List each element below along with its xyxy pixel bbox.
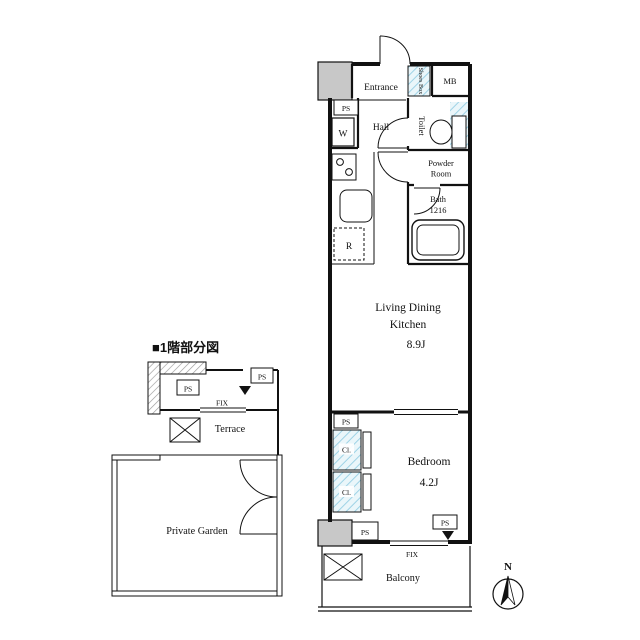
partial-plan-title: ■1階部分図 — [152, 340, 219, 355]
exterior-walls — [328, 62, 472, 544]
entrance-door-arc — [379, 35, 411, 65]
closet-door-lower — [362, 473, 372, 511]
vent-triangle-main — [442, 531, 454, 540]
powder-room-label-1: Powder — [428, 159, 454, 168]
closet-label-upper: Cl. — [342, 446, 351, 455]
ldk-size-label: 8.9J — [407, 339, 426, 351]
garden-door-arcs — [239, 459, 278, 535]
evacuation-hatch — [323, 553, 363, 581]
hall-label: Hall — [373, 123, 390, 133]
mb-label: MB — [443, 77, 456, 86]
balcony-rail — [318, 546, 472, 612]
compass-needle-light — [507, 575, 516, 606]
terrace-label: Terrace — [215, 424, 246, 435]
washer-box — [331, 117, 355, 147]
balcony-label: Balcony — [386, 573, 421, 584]
vent-triangle-sub — [239, 386, 251, 395]
bath-label: Bath — [430, 195, 447, 204]
sub-ps-box-2 — [250, 367, 274, 384]
ps-label-bottom-right: PS — [441, 519, 449, 528]
closet-label-lower: Cl. — [342, 488, 351, 497]
hatched-wall-left — [147, 361, 161, 415]
toilet-door-arc — [377, 117, 409, 149]
kitchen-counter-lines — [330, 99, 406, 265]
sub-ps-box-1 — [176, 379, 200, 396]
closet-lower — [332, 471, 362, 513]
ps-box-mid — [333, 413, 359, 429]
sub-plan-fix-window — [200, 407, 246, 413]
sub-fix-label: FIX — [216, 399, 229, 408]
sub-plan-walls — [160, 369, 279, 455]
toilet-tank — [451, 115, 467, 149]
ps-box-bottom-right — [432, 514, 458, 530]
bathtub-inner — [416, 224, 460, 256]
sub-ps-label-2: PS — [258, 373, 266, 382]
ps-box-bottom-left — [351, 521, 379, 541]
ps-label-mid: PS — [342, 418, 350, 427]
main-unit-plan: Entrance Shoes Box MB PS W Hall Toilet P… — [317, 35, 472, 612]
fix-label-main: FIX — [406, 550, 419, 559]
structure-block-top-left — [317, 61, 353, 101]
ps-box-top — [333, 99, 359, 116]
kitchen-sink — [339, 189, 373, 223]
structure-block-bottom-left — [317, 519, 353, 547]
shoes-box-label: Shoes Box — [417, 68, 424, 96]
toilet-bowl — [429, 119, 453, 145]
ps-label-bottom-left: PS — [361, 528, 369, 537]
ldk-label-1: Living Dining — [375, 302, 441, 314]
bath-door-arc — [413, 187, 441, 215]
north-compass: N — [492, 561, 524, 610]
garden-walls — [111, 454, 283, 597]
closet-labels: Cl. Cl. — [339, 443, 354, 497]
washer-label: W — [339, 130, 348, 140]
entrance-label: Entrance — [364, 83, 398, 93]
ldk-label-2: Kitchen — [390, 319, 427, 331]
bedroom-label: Bedroom — [408, 456, 451, 468]
sub-ps-label-1: PS — [184, 385, 192, 394]
powder-door-arc — [377, 151, 409, 183]
fridge-label: R — [346, 242, 353, 252]
terrace-crossed-box — [169, 417, 201, 443]
window-sliding-lines — [390, 409, 458, 546]
ps-label-top: PS — [342, 104, 350, 113]
private-garden-label: Private Garden — [166, 526, 227, 537]
refrigerator-space — [333, 227, 365, 261]
bathtub — [411, 219, 465, 261]
closet-door-upper — [362, 431, 372, 469]
powder-room-label-2: Room — [431, 170, 452, 179]
first-floor-partial-plan: ■1階部分図 PS PS FIX Terrace — [111, 340, 283, 597]
north-label: N — [504, 561, 512, 573]
stove — [331, 153, 357, 181]
stove-burner-icon — [345, 168, 353, 176]
bath-size-label: 1216 — [430, 206, 447, 215]
bedroom-size-label: 4.2J — [420, 477, 439, 489]
toilet-label: Toilet — [417, 116, 426, 136]
stove-burner-icon — [336, 158, 344, 166]
